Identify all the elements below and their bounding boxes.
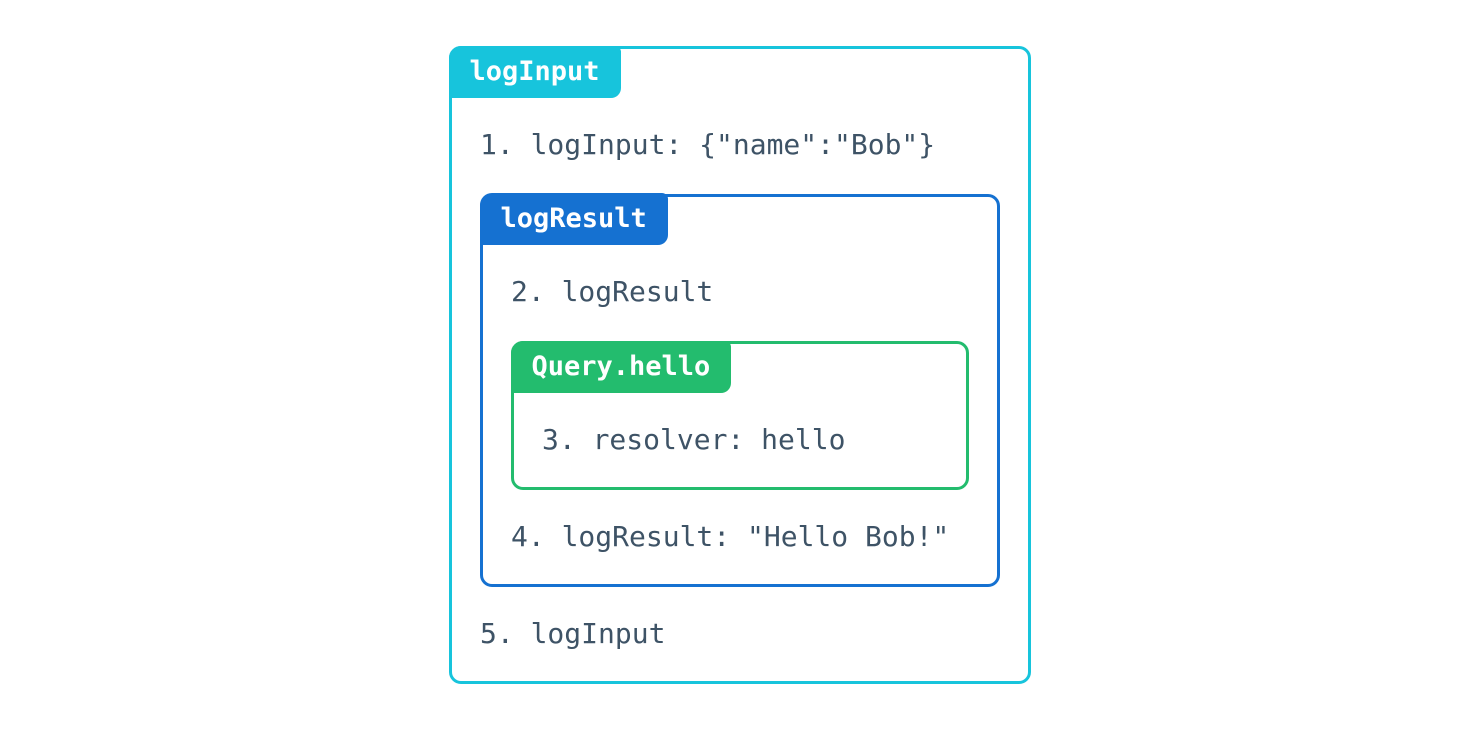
logresult-badge: logResult bbox=[479, 193, 668, 246]
query-hello-box-body: 3. resolver: hello bbox=[514, 423, 966, 487]
step-3-resolver: 3. resolver: hello bbox=[542, 422, 846, 456]
execution-trace-diagram: logInput 1. logInput: {"name":"Bob"} log… bbox=[448, 45, 1031, 684]
loginput-plugin-box: logInput 1. logInput: {"name":"Bob"} log… bbox=[448, 45, 1031, 684]
query-hello-badge: Query.hello bbox=[510, 340, 732, 393]
step-4-logresult-exit: 4. logResult: "Hello Bob!" bbox=[511, 519, 950, 553]
loginput-badge: logInput bbox=[448, 45, 621, 98]
logresult-plugin-box: logResult 2. logResult Query.hello 3. re… bbox=[479, 193, 1000, 587]
step-1-loginput-enter: 1. logInput: {"name":"Bob"} bbox=[480, 127, 936, 161]
step-2-logresult-enter: 2. logResult bbox=[511, 275, 714, 309]
logresult-box-body: 2. logResult Query.hello 3. resolver: he… bbox=[483, 275, 997, 584]
loginput-box-body: 1. logInput: {"name":"Bob"} logResult 2.… bbox=[452, 128, 1028, 681]
query-hello-resolver-box: Query.hello 3. resolver: hello bbox=[510, 340, 969, 490]
step-5-loginput-exit: 5. logInput bbox=[480, 616, 666, 650]
